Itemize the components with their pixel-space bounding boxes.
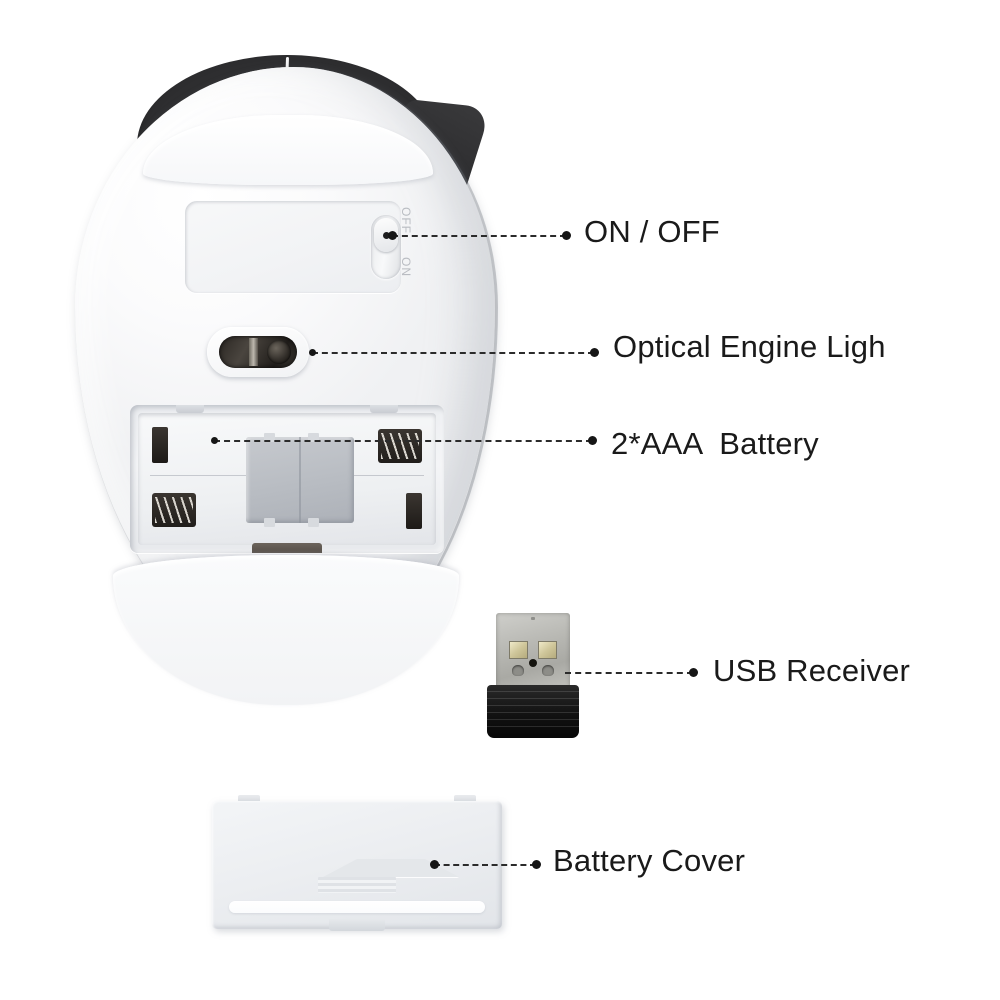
leader-dot-on-off-end [562,231,571,240]
battery-cover-latch[interactable] [252,543,322,553]
battery-contact-top-left [152,427,168,463]
divider-nub [308,433,319,442]
callout-label-battery-cover: Battery Cover [553,843,746,878]
leader-line-optical [312,352,594,356]
usb-contact-pad-left [509,641,528,659]
leader-dot-battery-start [211,437,218,444]
battery-bay-tab-right [370,405,398,413]
leader-dot-usb-end [689,668,698,677]
leader-line-on-off [392,235,566,239]
optical-sensor-bezel [207,327,309,377]
usb-shell-hole-left [512,665,524,676]
optical-sensor-lens [267,340,291,364]
usb-receiver [487,613,579,738]
leader-dot-battery-end [588,436,597,445]
battery-contact-bottom-right [406,493,422,529]
power-switch-off-label: OFF [399,207,413,234]
leader-dot-cover-end [532,860,541,869]
usb-plastic-body [487,685,579,738]
leader-dot-on-off-start [388,231,397,240]
battery-cover-tab-left [238,795,260,804]
battery-bay-tab-left [176,405,204,413]
usb-shell-hole-right [542,665,554,676]
power-switch[interactable] [371,215,401,279]
usb-connector-shell [496,613,570,689]
leader-dot-cover-start [430,860,439,869]
divider-nub [264,518,275,527]
callout-label-usb-receiver: USB Receiver [713,653,911,688]
divider-nub [308,518,319,527]
leader-line-usb [565,672,693,676]
spring-coil-icon [381,433,419,459]
spring-coil-icon [155,497,193,523]
battery-spring-top-right [378,429,422,463]
battery-cover-highlight [229,901,485,913]
battery-cover-tab-right [454,795,476,804]
mouse-base-glide-contour [113,555,459,705]
battery-center-divider [246,433,354,527]
usb-callout-anchor-dot [529,659,537,667]
battery-cover-grip-lines [318,877,396,893]
leader-line-battery [214,440,592,444]
leader-line-cover [434,864,536,868]
divider-nub [264,433,275,442]
chevron-up-icon [323,859,459,877]
wireless-mouse-underside: OFF ON [75,55,515,705]
usb-contact-pad-right [538,641,557,659]
battery-cover-tab-bottom [329,919,385,931]
callout-label-on-off: ON / OFF [584,214,720,249]
battery-bay-interior [138,413,436,545]
usb-grip-ridges [487,691,579,729]
product-label-plate [185,201,401,293]
battery-spring-bottom-left [152,493,196,527]
optical-sensor-window [219,336,297,368]
callout-label-battery: 2*AAA Battery [611,426,819,461]
leader-dot-optical-start [309,349,316,356]
callout-label-optical-engine-light: Optical Engine Ligh [613,329,886,364]
battery-compartment [130,405,444,553]
power-switch-on-label: ON [399,257,413,277]
leader-dot-optical-end [590,348,599,357]
